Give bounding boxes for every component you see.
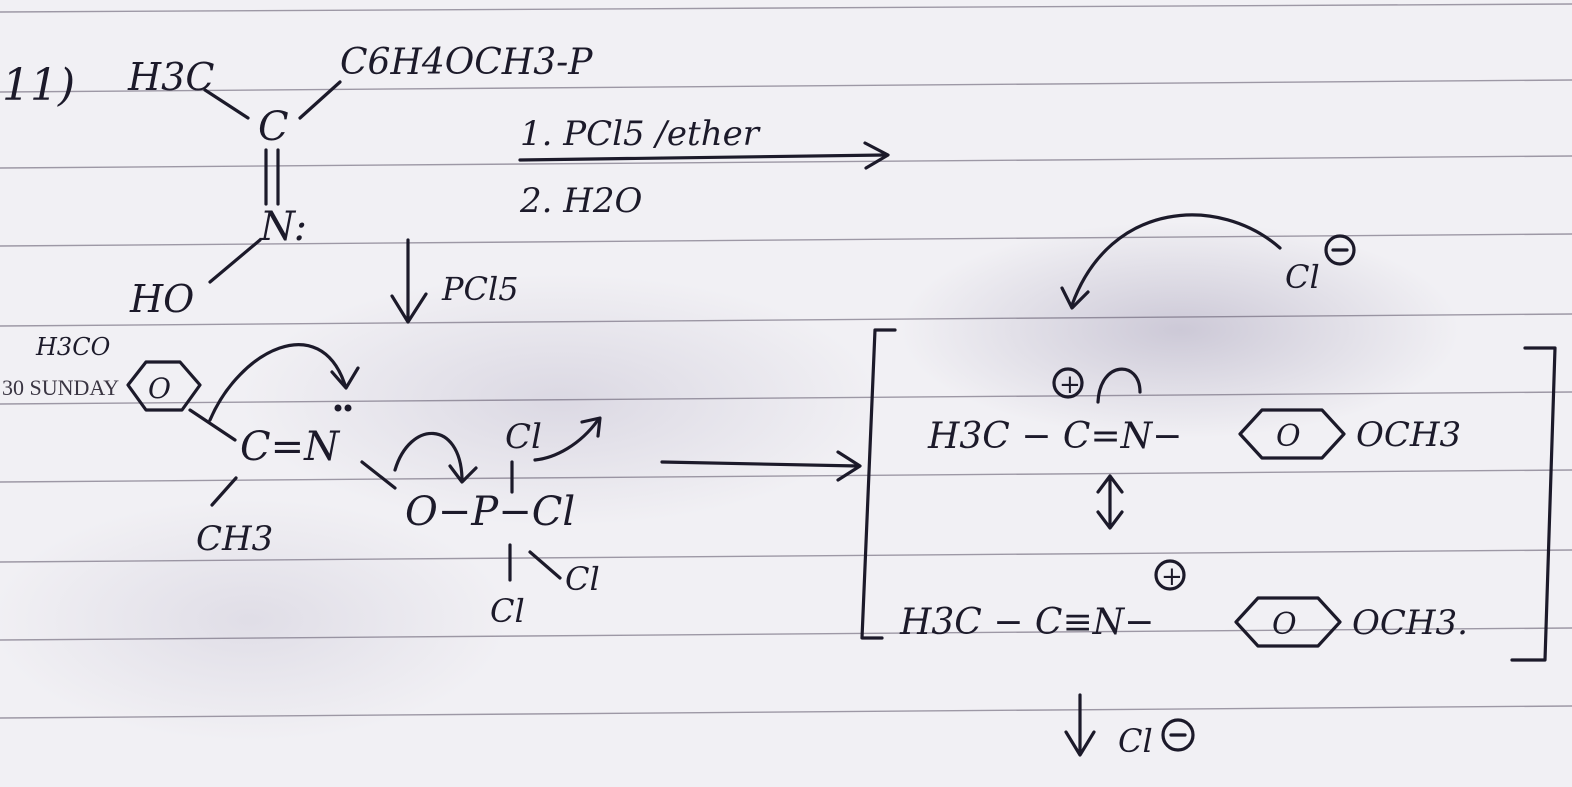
reaction-arrow-main-head [863, 141, 890, 170]
resonance-1-text: H3C − C=N− [927, 416, 1182, 457]
resonance-1-tail: OCH3 [1356, 415, 1461, 455]
resonance-2-ring-label: O [1272, 607, 1297, 642]
printed-day-label: 30 SUNDAY [2, 375, 119, 400]
chloride-attack-arrow [1070, 213, 1282, 307]
ring-to-carbon-bond [188, 408, 237, 442]
intermediate-cl-top: Cl [505, 417, 542, 457]
mechanism-arrow-aryl-migration [208, 343, 347, 422]
resonance-1-charge-circle [1052, 367, 1084, 399]
resonance-2-charge-circle [1154, 559, 1186, 591]
resonance-2-charge: + [1161, 562, 1183, 592]
chloride-bottom-charge [1161, 718, 1195, 752]
intermediate-cl-bottom: Cl [490, 592, 525, 630]
nitrogen-lone-pair-1 [334, 404, 342, 412]
arrow-to-nitrilium [660, 460, 860, 468]
intermediate-methyl: CH3 [196, 519, 273, 559]
chloride-bottom: Cl [1118, 722, 1153, 760]
resonance-1-pi-arrow [1096, 367, 1142, 404]
reagent-pcl5: PCl5 [441, 270, 519, 308]
condition-step-2: 2. H2O [519, 181, 643, 221]
reactant-nitrogen: N: [259, 204, 307, 250]
mechanism-arrow-n-o-head [448, 464, 478, 484]
down-arrow-pcl5-head [390, 292, 428, 324]
condition-step-1: 1. PCl5 /ether [520, 114, 761, 154]
intermediate-benzene-ring [126, 360, 202, 412]
resonance-1-charge: + [1059, 370, 1081, 400]
question-number: 11) [2, 60, 75, 111]
resonance-2-text: H3C − C≡N− [899, 602, 1154, 643]
reactant-bonds [203, 80, 342, 284]
mechanism-arrow-aryl-migration-head [330, 366, 360, 390]
carbon-methyl-bond [210, 476, 238, 507]
chloride-attack-arrow-head [1060, 286, 1090, 310]
intermediate-cl-right: Cl [565, 560, 600, 598]
down-arrow-chloride-head [1064, 730, 1096, 757]
resonance-bracket-left [860, 328, 897, 640]
resonance-2-tail: OCH3. [1352, 603, 1468, 643]
reactant-right-group: C6H4OCH3-P [340, 42, 593, 83]
mechanism-arrow-cl-leaving [533, 418, 600, 462]
ruled-lines [0, 3, 1572, 719]
reactant-left-group: H3C [127, 55, 214, 99]
resonance-double-arrow [1096, 474, 1124, 530]
intermediate-imine: C=N [240, 424, 341, 470]
resonance-1-benzene-ring [1238, 408, 1346, 460]
intermediate-aryl-substituent: H3CO [35, 333, 111, 361]
nitrogen-lone-pair-2 [344, 404, 352, 412]
resonance-2-benzene-ring [1234, 596, 1342, 648]
mechanism-arrow-cl-leaving-head [580, 416, 602, 438]
reactant-hydroxyl: HO [129, 277, 194, 321]
resonance-bracket-right [1510, 346, 1557, 662]
nitrogen-oxygen-bond [360, 460, 397, 490]
resonance-1-ring-label: O [1276, 419, 1301, 454]
intermediate-o-p-cl: O−P−Cl [405, 489, 575, 535]
intermediate-ring-label: O [148, 372, 171, 405]
mechanism-arrow-n-o [393, 431, 464, 480]
chloride-top-charge [1324, 234, 1356, 266]
reactant-carbon: C [258, 104, 289, 150]
arrow-to-nitrilium-head [836, 450, 862, 482]
reaction-arrow-main [518, 153, 887, 162]
chloride-top: Cl [1285, 258, 1320, 296]
p-cl-right-bond [528, 550, 562, 580]
